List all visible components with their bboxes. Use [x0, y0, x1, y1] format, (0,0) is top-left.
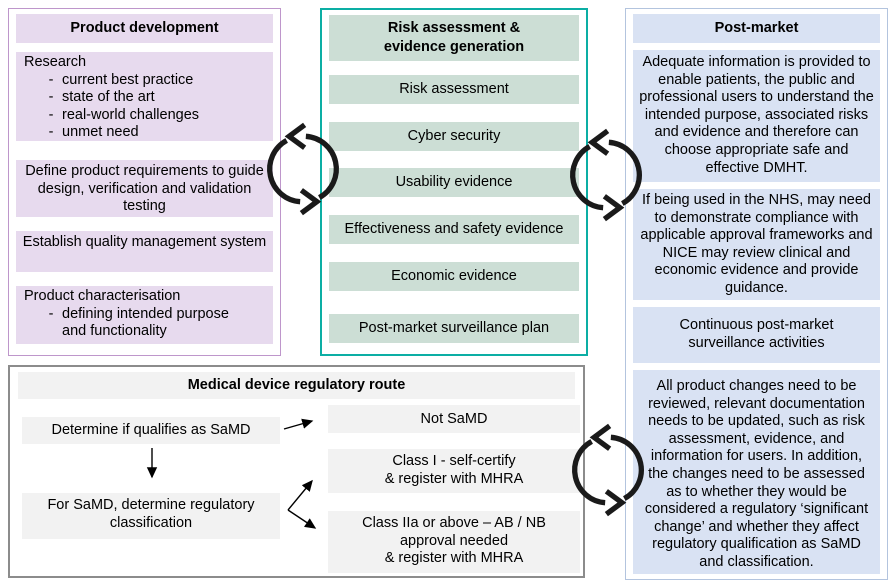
research-bullet: - real-world challenges — [24, 107, 265, 125]
economic-evidence-box: Economic evidence — [329, 262, 579, 291]
research-box: Research - current best practice - state… — [16, 52, 273, 141]
class-2a-box: Class IIa or above – AB / NB approval ne… — [328, 511, 580, 573]
characterisation-bullet-text: defining intended purpose and functional… — [62, 305, 229, 340]
research-lead: Research — [24, 54, 87, 70]
panel-risk-assessment: Risk assessment & evidence generation Ri… — [320, 8, 588, 356]
pms-plan-box: Post-market surveillance plan — [329, 314, 579, 343]
research-bullet-text: real-world challenges — [62, 106, 200, 123]
effectiveness-safety-box: Effectiveness and safety evidence — [329, 215, 579, 244]
characterisation-bullet: - defining intended purpose and function… — [24, 306, 265, 341]
nhs-compliance-box: If being used in the NHS, may need to de… — [633, 189, 880, 300]
product-development-title: Product development — [16, 14, 273, 43]
regulatory-route-title: Medical device regulatory route — [18, 372, 575, 399]
cyber-security-box: Cyber security — [329, 122, 579, 151]
panel-regulatory-route: Medical device regulatory route Determin… — [8, 365, 585, 578]
bullet-dash: - — [48, 124, 54, 141]
research-bullet-text: state of the art — [62, 89, 155, 106]
research-bullet: - state of the art — [24, 89, 265, 107]
bullet-dash: - — [48, 305, 54, 322]
continuous-surveillance-box: Continuous post-market surveillance acti… — [633, 307, 880, 363]
risk-assessment-title: Risk assessment & evidence generation — [329, 15, 579, 61]
product-characterisation-box: Product characterisation - defining inte… — [16, 286, 273, 344]
research-bullet: - unmet need — [24, 124, 265, 142]
class-1-box: Class I - self-certify & register with M… — [328, 449, 580, 493]
research-bullet: - current best practice — [24, 72, 265, 90]
bullet-dash: - — [48, 71, 54, 88]
bullet-dash: - — [48, 89, 54, 106]
not-samd-box: Not SaMD — [328, 405, 580, 433]
panel-product-development: Product development Research - current b… — [8, 8, 281, 356]
research-bullet-text: current best practice — [62, 71, 194, 88]
post-market-title: Post-market — [633, 14, 880, 43]
bullet-dash: - — [48, 106, 54, 123]
research-bullet-text: unmet need — [62, 124, 139, 141]
usability-evidence-box: Usability evidence — [329, 168, 579, 197]
adequate-information-box: Adequate information is provided to enab… — [633, 50, 880, 182]
panel-post-market: Post-market Adequate information is prov… — [625, 8, 888, 580]
product-changes-box: All product changes need to be reviewed,… — [633, 370, 880, 574]
define-requirements-box: Define product requirements to guide des… — [16, 160, 273, 217]
determine-samd-box: Determine if qualifies as SaMD — [22, 417, 280, 444]
characterisation-lead: Product characterisation — [24, 288, 181, 304]
quality-management-box: Establish quality management system — [16, 231, 273, 272]
for-samd-classification-box: For SaMD, determine regulatory classific… — [22, 493, 280, 539]
risk-assessment-box: Risk assessment — [329, 75, 579, 104]
